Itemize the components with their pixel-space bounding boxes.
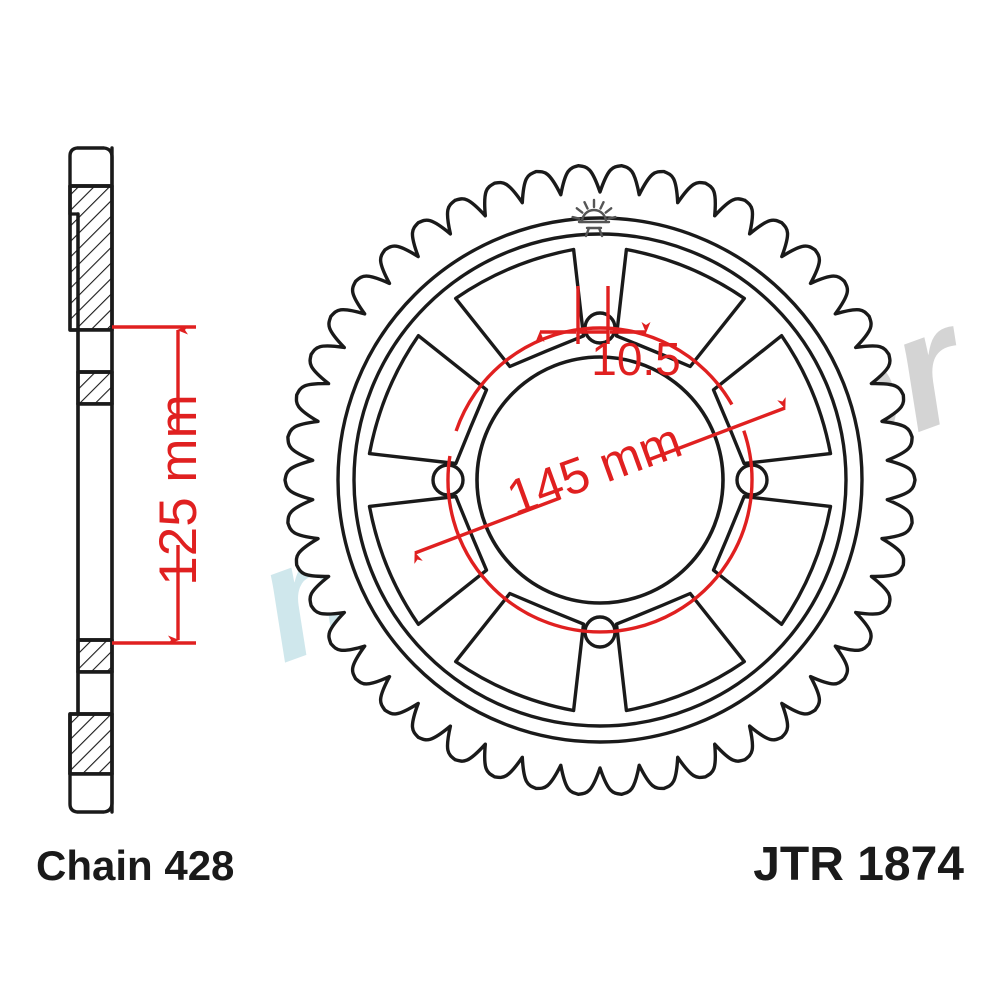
- lightening-window: [367, 334, 489, 466]
- bolt-circle-dimension-group: [414, 326, 786, 634]
- profile-web-gap-top: [76, 328, 114, 374]
- chain-label: Chain 428: [36, 842, 234, 889]
- center-bore: [475, 355, 725, 605]
- bolt-circle-arc-upper: [446, 430, 754, 634]
- profile-section-bottom-tooth: [68, 712, 114, 776]
- profile-outline: [68, 146, 114, 814]
- dimension-10-5-label: 10.5: [591, 333, 681, 385]
- sunburst-icon: [571, 198, 617, 238]
- profile-section-top-boss: [76, 370, 114, 406]
- bolt-hole-dimension-group: [535, 286, 651, 344]
- profile-web: [76, 402, 114, 642]
- dimension-125mm-label: 125 mm: [149, 394, 208, 585]
- dim-145-leader-left: [414, 496, 561, 564]
- rim-inner-circle: [336, 216, 864, 744]
- profile-web-gap-bottom: [76, 670, 114, 716]
- dim-145-leader-right: [647, 397, 786, 462]
- bolt-circle-arc-lower: [454, 326, 734, 432]
- profile-section-bottom-boss: [76, 638, 114, 674]
- profile-tooth-tip-top: [68, 146, 114, 188]
- dimension-125mm: [112, 325, 196, 645]
- part-number-label: JTR 1874: [753, 838, 964, 891]
- profile-tooth-tip-bottom: [68, 772, 114, 814]
- sprocket-profile-view: [68, 146, 114, 814]
